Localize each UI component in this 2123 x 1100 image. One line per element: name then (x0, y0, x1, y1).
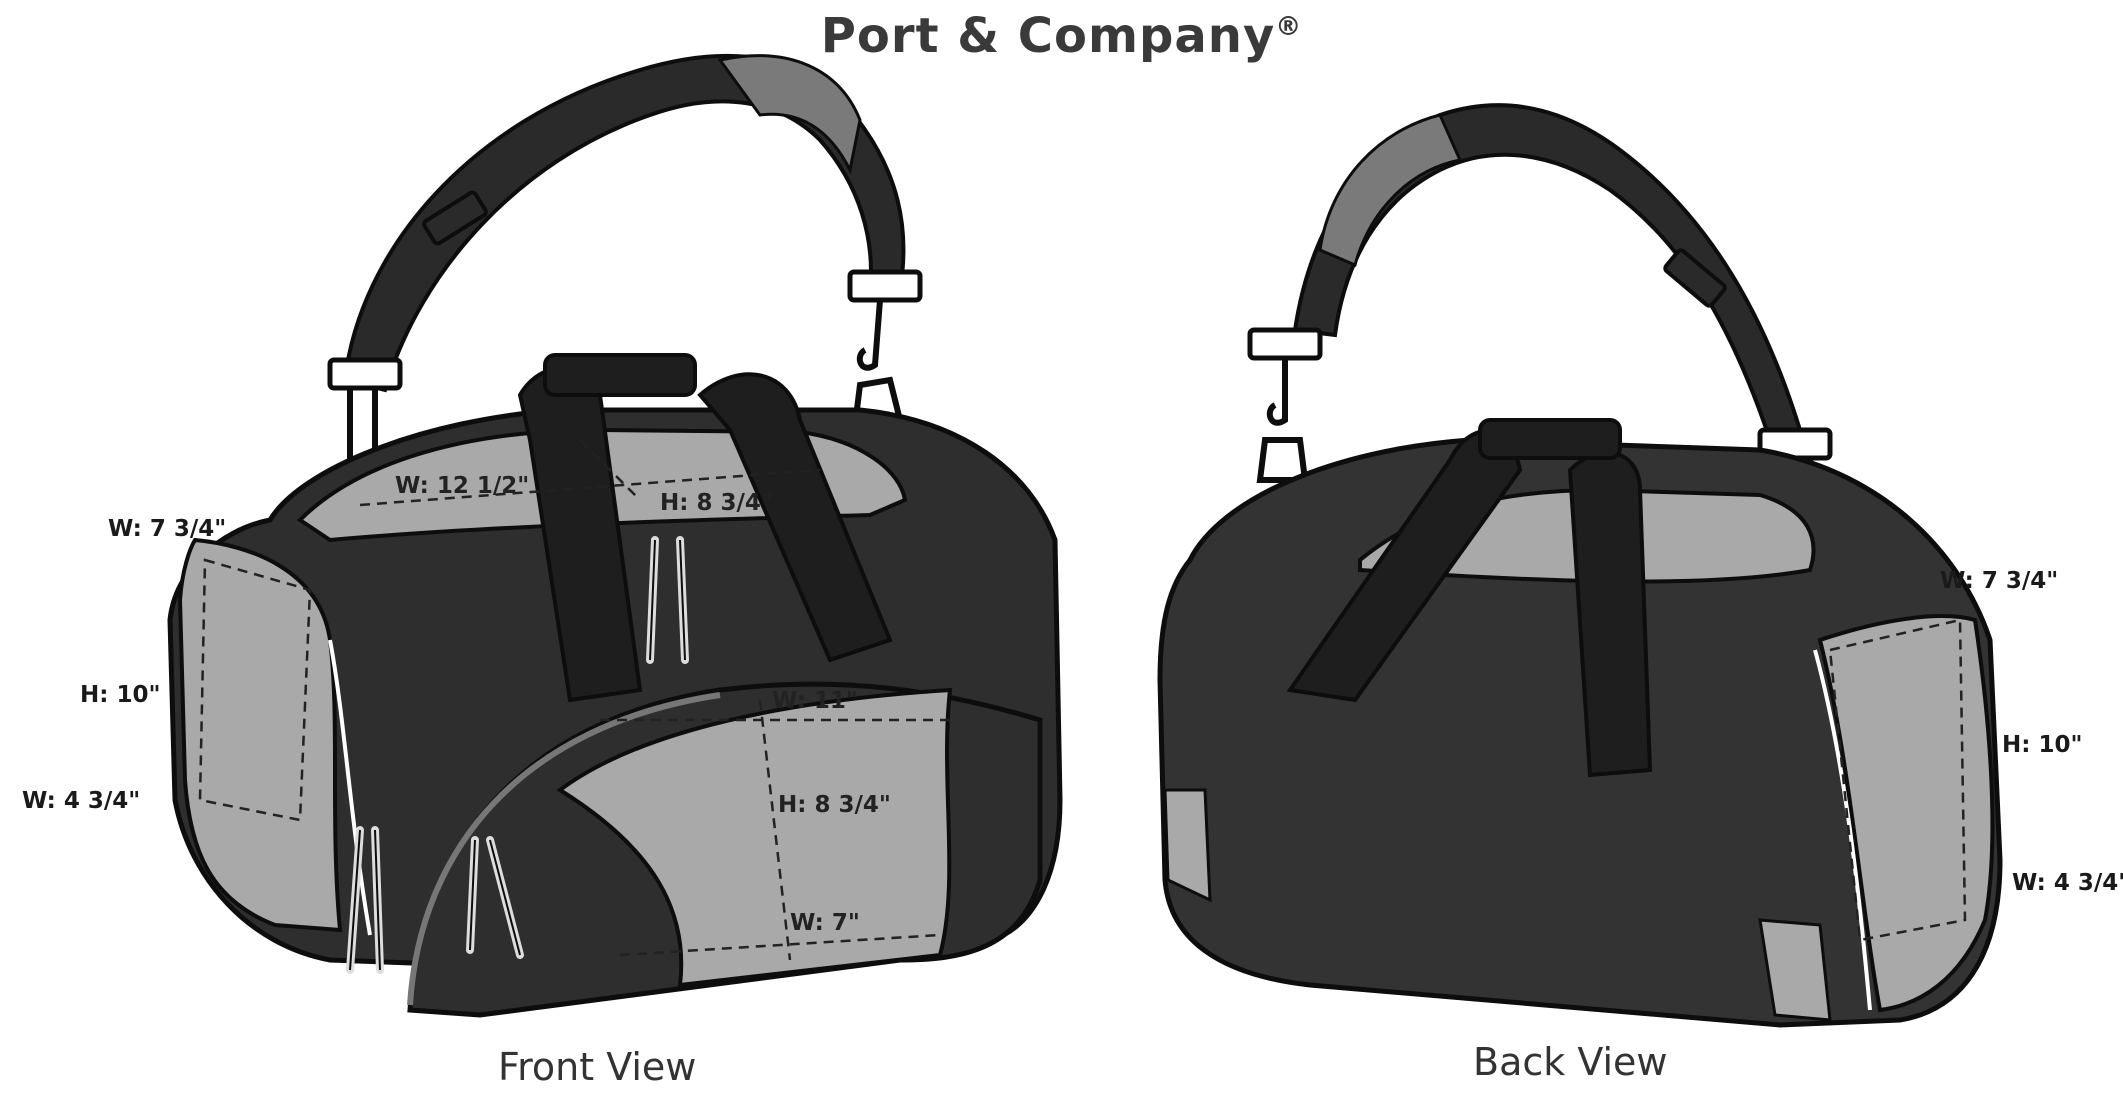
front-strap-buckle (422, 190, 488, 246)
front-pocket-panel (556, 687, 953, 988)
front-end-top-width-label: W: 7 3/4" (108, 516, 226, 542)
front-end-panel (177, 537, 343, 933)
registered-mark: ® (1275, 12, 1303, 42)
pocket-top-width-label: W: 11" (772, 688, 858, 714)
page-title: Port & Company® (0, 8, 2123, 64)
back-clip-left (1247, 327, 1323, 361)
back-end-top-width-label: W: 7 3/4" (1940, 568, 2058, 594)
front-handle-wrap (543, 353, 697, 397)
back-handle-wrap (1478, 418, 1622, 460)
back-end-panel (1817, 614, 1995, 1013)
back-corner-panel-left (1163, 788, 1212, 903)
front-clip-right (847, 269, 923, 303)
front-top-height-label: H: 8 3/4" (660, 490, 773, 516)
pocket-height-label: H: 8 3/4" (778, 792, 891, 818)
front-end-height-label: H: 10" (80, 682, 160, 708)
front-clip-left (327, 357, 403, 391)
front-view-label: Front View (498, 1045, 697, 1089)
brand-name: Port & Company (820, 8, 1276, 64)
back-end-height-label: H: 10" (2002, 732, 2082, 758)
front-dimension-labels: W: 12 1/2" H: 8 3/4" W: 7 3/4" H: 10" W:… (22, 473, 891, 936)
back-dimension-labels: W: 7 3/4" H: 10" W: 4 3/4" (1940, 568, 2123, 896)
back-end-bottom-width-label: W: 4 3/4" (2012, 870, 2123, 896)
front-view-bag (167, 53, 1063, 1018)
pocket-bottom-width-label: W: 7" (790, 910, 860, 936)
front-top-width-label: W: 12 1/2" (395, 473, 529, 499)
front-handle-right (697, 372, 893, 663)
front-strap-pad (717, 54, 862, 175)
back-strap-buckle (1663, 248, 1727, 308)
front-end-bottom-width-label: W: 4 3/4" (22, 788, 140, 814)
back-corner-panel-right (1758, 918, 1832, 1022)
back-view-bag (1157, 103, 2003, 1028)
back-view-label: Back View (1473, 1040, 1668, 1084)
back-strap-pad (1318, 113, 1463, 268)
